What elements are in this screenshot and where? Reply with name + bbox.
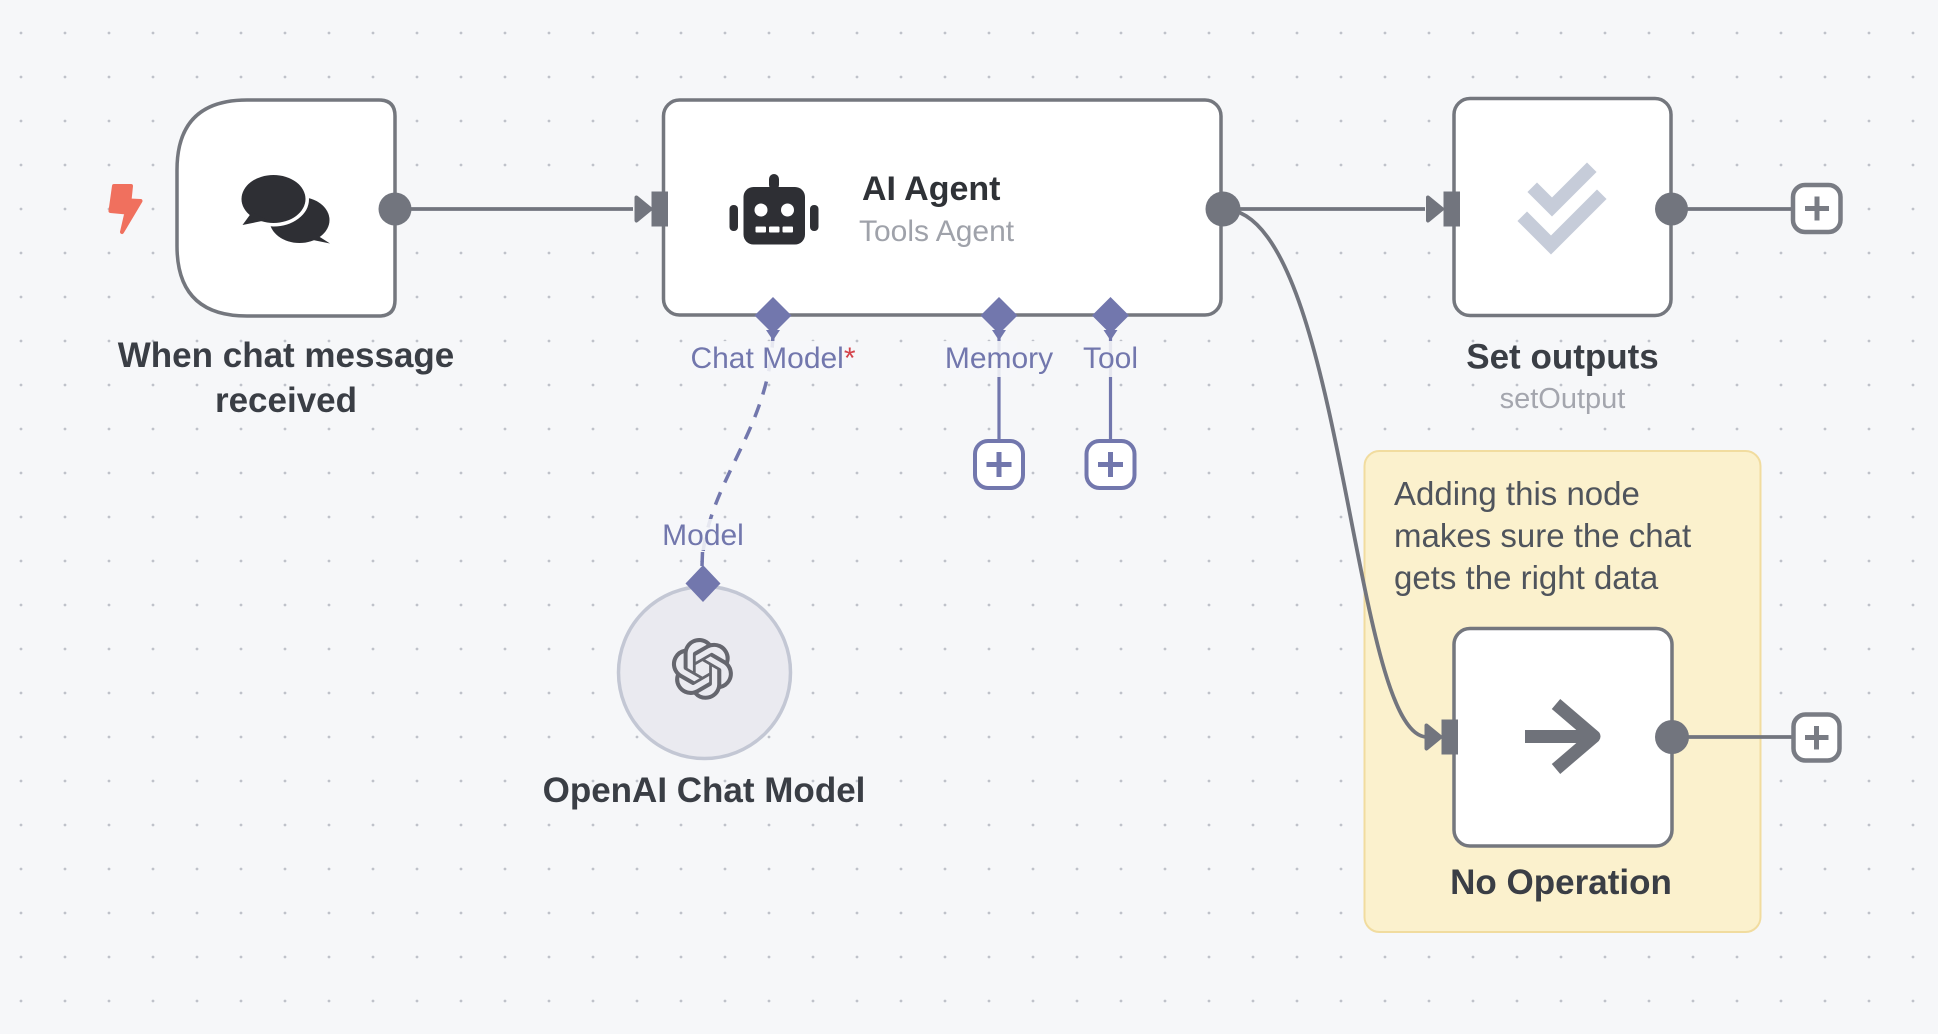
svg-text:Tools Agent: Tools Agent [859,215,1015,248]
svg-text:Set outputs: Set outputs [1466,338,1658,377]
svg-text:AI Agent: AI Agent [862,170,1001,208]
svg-text:Chat Model*: Chat Model* [690,342,855,375]
svg-text:Adding this node: Adding this node [1394,475,1640,512]
svg-text:When chat message: When chat message [118,336,455,375]
svg-text:makes sure the chat: makes sure the chat [1394,517,1691,554]
svg-text:gets the right data: gets the right data [1394,559,1659,596]
svg-text:No Operation: No Operation [1450,863,1672,902]
svg-text:Tool: Tool [1083,342,1138,375]
svg-text:Model: Model [662,519,744,552]
svg-text:setOutput: setOutput [1500,383,1626,415]
svg-text:OpenAI Chat Model: OpenAI Chat Model [543,771,866,810]
svg-text:received: received [215,381,357,420]
svg-text:Memory: Memory [945,342,1053,375]
